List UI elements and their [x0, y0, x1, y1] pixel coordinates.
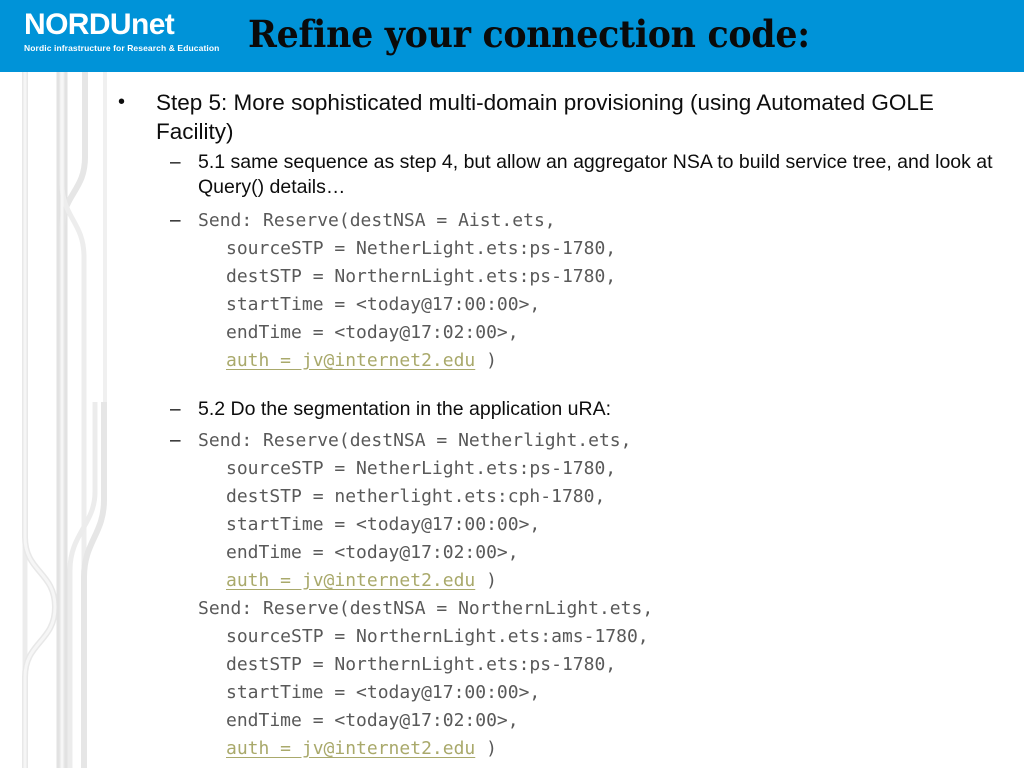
code-reserve-aist-line: sourceSTP = NetherLight.ets:ps-1780,: [170, 235, 1010, 263]
code-reserve-northernlight-text: startTime = <today@17:00:00>,: [226, 682, 541, 703]
bullet-marker-dash: –: [170, 430, 181, 451]
logo-name-light: net: [131, 8, 175, 41]
code-paren-close: ): [475, 350, 497, 371]
bullet-5-1-text: 5.1 same sequence as step 4, but allow a…: [198, 151, 993, 198]
code-reserve-netherlight-line: sourceSTP = NetherLight.ets:ps-1780,: [170, 455, 1010, 483]
code-reserve-aist-line: startTime = <today@17:00:00>,: [170, 291, 1010, 319]
code-reserve-northernlight-text: endTime = <today@17:02:00>,: [226, 710, 519, 731]
logo-name-bold: NORDU: [24, 8, 132, 41]
code-reserve-aist-line: endTime = <today@17:02:00>,: [170, 319, 1010, 347]
slide-header-band: NORDUnet Nordic infrastructure for Resea…: [0, 0, 1024, 72]
auth-hyperlink[interactable]: auth = jv@internet2.edu: [226, 570, 476, 591]
logo-wordmark: NORDUnet: [24, 8, 224, 42]
slide-body: • Step 5: More sophisticated multi-domai…: [0, 72, 1024, 768]
code-block-reserve-northernlight: Send: Reserve(destNSA = NorthernLight.et…: [170, 595, 1010, 763]
code-reserve-aist-line: destSTP = NorthernLight.ets:ps-1780,: [170, 263, 1010, 291]
code-reserve-aist-text: destSTP = NorthernLight.ets:ps-1780,: [226, 266, 617, 287]
auth-hyperlink[interactable]: auth = jv@internet2.edu: [226, 738, 476, 759]
code-reserve-northernlight-line: endTime = <today@17:02:00>,: [170, 707, 1010, 735]
bullet-step5: • Step 5: More sophisticated multi-domai…: [118, 88, 1014, 146]
code-reserve-northernlight-line: Send: Reserve(destNSA = NorthernLight.et…: [170, 595, 1010, 623]
code-reserve-netherlight-text: sourceSTP = NetherLight.ets:ps-1780,: [226, 458, 617, 479]
code-reserve-aist-line: –Send: Reserve(destNSA = Aist.ets,: [170, 207, 1010, 235]
code-reserve-aist-text: endTime = <today@17:02:00>,: [226, 322, 519, 343]
page-title: Refine your connection code:: [248, 12, 810, 56]
code-reserve-netherlight-line: endTime = <today@17:02:00>,: [170, 539, 1010, 567]
code-reserve-netherlight-line: startTime = <today@17:00:00>,: [170, 511, 1010, 539]
bullet-step5-text: Step 5: More sophisticated multi-domain …: [156, 90, 934, 144]
logo-tagline: Nordic infrastructure for Research & Edu…: [24, 43, 220, 53]
code-reserve-netherlight-auth-line: auth = jv@internet2.edu ): [226, 567, 497, 595]
bullet-marker-dash: –: [170, 152, 181, 173]
bullet-5-1: – 5.1 same sequence as step 4, but allow…: [170, 150, 1000, 200]
bullet-5-2-text: 5.2 Do the segmentation in the applicati…: [198, 398, 612, 420]
code-reserve-aist-text: Send: Reserve(destNSA = Aist.ets,: [198, 210, 556, 231]
code-reserve-netherlight-text: Send: Reserve(destNSA = Netherlight.ets,: [198, 430, 632, 451]
bullet-marker-dot: •: [118, 91, 126, 113]
code-block-reserve-netherlight: –Send: Reserve(destNSA = Netherlight.ets…: [170, 427, 1010, 595]
code-reserve-netherlight-line: destSTP = netherlight.ets:cph-1780,: [170, 483, 1010, 511]
code-block-reserve-aist: –Send: Reserve(destNSA = Aist.ets, source…: [170, 207, 1010, 375]
code-paren-close: ): [475, 570, 497, 591]
code-reserve-northernlight-line: startTime = <today@17:00:00>,: [170, 679, 1010, 707]
code-reserve-northernlight-text: destSTP = NorthernLight.ets:ps-1780,: [226, 654, 617, 675]
code-reserve-northernlight-line: auth = jv@internet2.edu ): [170, 735, 1010, 763]
code-reserve-northernlight-auth-line: auth = jv@internet2.edu ): [226, 735, 497, 763]
bullet-5-2: – 5.2 Do the segmentation in the applica…: [170, 397, 1000, 422]
nordunet-logo: NORDUnet Nordic infrastructure for Resea…: [24, 8, 224, 53]
code-reserve-aist-auth-line: auth = jv@internet2.edu ): [226, 347, 497, 375]
code-paren-close: ): [475, 738, 497, 759]
code-reserve-northernlight-text: Send: Reserve(destNSA = NorthernLight.et…: [198, 598, 654, 619]
code-reserve-netherlight-line: –Send: Reserve(destNSA = Netherlight.ets…: [170, 427, 1010, 455]
code-reserve-netherlight-line: auth = jv@internet2.edu ): [170, 567, 1010, 595]
code-reserve-netherlight-text: startTime = <today@17:00:00>,: [226, 514, 541, 535]
code-reserve-netherlight-text: endTime = <today@17:02:00>,: [226, 542, 519, 563]
code-reserve-northernlight-text: sourceSTP = NorthernLight.ets:ams-1780,: [226, 626, 649, 647]
code-reserve-aist-text: sourceSTP = NetherLight.ets:ps-1780,: [226, 238, 617, 259]
code-reserve-northernlight-line: destSTP = NorthernLight.ets:ps-1780,: [170, 651, 1010, 679]
auth-hyperlink[interactable]: auth = jv@internet2.edu: [226, 350, 476, 371]
bullet-marker-dash: –: [170, 399, 181, 420]
code-reserve-northernlight-line: sourceSTP = NorthernLight.ets:ams-1780,: [170, 623, 1010, 651]
code-reserve-netherlight-text: destSTP = netherlight.ets:cph-1780,: [226, 486, 606, 507]
code-reserve-aist-line: auth = jv@internet2.edu ): [170, 347, 1010, 375]
bullet-marker-dash: –: [170, 210, 181, 231]
code-reserve-aist-text: startTime = <today@17:00:00>,: [226, 294, 541, 315]
